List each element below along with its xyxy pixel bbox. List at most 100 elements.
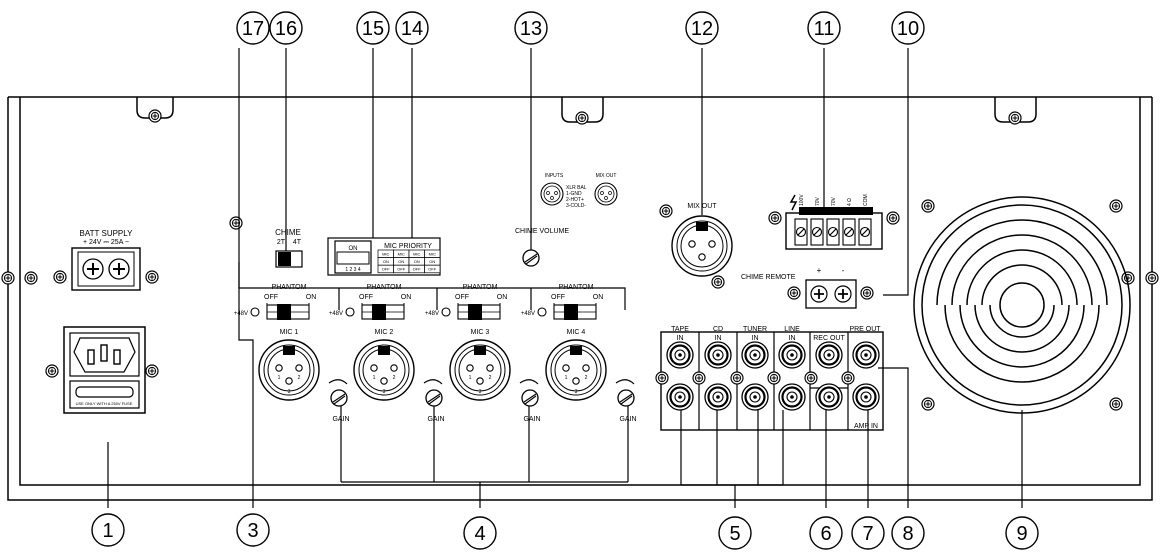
svg-text:INPUTS: INPUTS [545, 173, 564, 179]
callout-3: 3 [236, 513, 270, 547]
rca-jack[interactable] [665, 382, 695, 412]
rca-jack[interactable] [665, 340, 695, 370]
batt-supply-rating: + 24V ⎓ 25A − [83, 239, 129, 246]
fuse-note: USE ONLY WITH A 250V FUSE [76, 401, 133, 406]
svg-text:6: 6 [820, 523, 831, 545]
priority-dip-switch[interactable]: ON 1 2 3 4 [334, 240, 372, 274]
rca-screw [767, 371, 781, 385]
svg-text:IN: IN [789, 335, 796, 342]
phantom-off-label: OFF [359, 294, 373, 301]
speaker-terminal-label: 70V [831, 196, 837, 206]
svg-text:13: 13 [520, 18, 542, 40]
svg-text:MIX OUT: MIX OUT [596, 173, 617, 179]
priority-cell: MIC [429, 252, 436, 257]
mic-xlr-input[interactable]: 1 2 3 [449, 339, 511, 401]
phantom-label: PHANTOM [559, 284, 594, 291]
pin-number: 2 [585, 375, 588, 381]
svg-text:+: + [817, 266, 822, 275]
plus48v-label: +48V [234, 311, 248, 317]
priority-cell: ON [383, 259, 389, 264]
svg-text:2-HOT+: 2-HOT+ [566, 197, 584, 203]
chime-label: CHIME [275, 228, 301, 237]
gain-knob[interactable] [519, 379, 539, 407]
svg-text:5: 5 [729, 523, 740, 545]
rca-panel: TAPE IN CD IN TUNER IN LINE IN REC OUT P… [655, 326, 884, 431]
speaker-terminal[interactable] [842, 218, 856, 246]
svg-text:15: 15 [362, 18, 384, 40]
gain-label: GAIN [332, 416, 349, 423]
svg-text:7: 7 [862, 523, 873, 545]
speaker-terminal[interactable] [858, 218, 872, 246]
rca-jack[interactable] [740, 340, 770, 370]
phantom-switch[interactable] [457, 303, 501, 320]
batt-supply-label: BATT SUPPLY [80, 229, 134, 238]
phantom-switch[interactable] [266, 303, 310, 320]
gain-label: GAIN [619, 416, 636, 423]
mic-input-label: MIC 1 [280, 329, 299, 336]
speaker-terminal-label: 100V [799, 194, 805, 206]
ac-power-inlet: USE ONLY WITH A 250V FUSE [45, 326, 159, 414]
phantom-led [537, 307, 547, 317]
rca-jack[interactable] [740, 382, 770, 412]
rca-jack[interactable] [777, 382, 807, 412]
rca-jack[interactable] [703, 382, 733, 412]
callout-leader-lines [107, 48, 1023, 508]
phantom-label: PHANTOM [272, 284, 307, 291]
phantom-off-label: OFF [551, 294, 565, 301]
gain-knob[interactable] [328, 379, 348, 407]
gain-label: GAIN [523, 416, 540, 423]
chime-volume-control[interactable]: CHIME VOLUME [515, 228, 569, 267]
callout-5: 5 [718, 516, 752, 550]
rca-jack[interactable] [777, 340, 807, 370]
amp-in-jack[interactable] [851, 382, 881, 412]
pre-out-jack[interactable] [851, 340, 881, 370]
speaker-terminal[interactable] [794, 218, 808, 246]
rca-jack[interactable] [814, 340, 844, 370]
chime-switch[interactable]: CHIME 2T 4T [275, 228, 303, 268]
speaker-terminal[interactable] [826, 218, 840, 246]
pin-number: 1 [565, 375, 568, 381]
pin-number: 1 [469, 375, 472, 381]
phantom-label: PHANTOM [367, 284, 402, 291]
mic-priority-title: MIC PRIORITY [384, 243, 432, 250]
plus48v-label: +48V [329, 311, 343, 317]
rca-jack[interactable] [703, 340, 733, 370]
chime-2t-label: 2T [277, 239, 286, 246]
speaker-terminal-label: COM [863, 194, 869, 206]
phantom-switch[interactable] [361, 303, 405, 320]
rca-jack[interactable] [814, 382, 844, 412]
gain-knob[interactable] [423, 379, 443, 407]
mix-out-label: MIX OUT [687, 203, 717, 210]
svg-text:IN: IN [752, 335, 759, 342]
priority-cell: OFF [397, 267, 406, 272]
svg-text:1 2 3 4: 1 2 3 4 [345, 267, 361, 273]
callout-4: 4 [463, 516, 497, 550]
phantom-switch[interactable] [553, 303, 597, 320]
chassis-outline [7, 96, 1153, 501]
svg-text:10: 10 [897, 18, 919, 40]
chime-remote-terminal: CHIME REMOTE + - [741, 266, 874, 309]
gain-knob[interactable] [615, 379, 635, 407]
mix-out-connector[interactable]: MIX OUT [659, 203, 733, 289]
phantom-on-label: ON [497, 294, 508, 301]
callout-9: 9 [1005, 516, 1039, 550]
priority-cell: ON [398, 259, 404, 264]
mic-input-label: MIC 3 [471, 329, 490, 336]
pin-number: 1 [278, 375, 281, 381]
rca-screw [841, 371, 855, 385]
pin-number: 2 [489, 375, 492, 381]
callout-15: 15 [356, 11, 390, 45]
svg-text:3: 3 [247, 520, 258, 542]
svg-text:IN: IN [715, 335, 722, 342]
cooling-fan-grille [913, 196, 1131, 414]
pin-number: 3 [479, 389, 482, 395]
callout-12: 12 [685, 11, 719, 45]
speaker-terminal[interactable] [810, 218, 824, 246]
